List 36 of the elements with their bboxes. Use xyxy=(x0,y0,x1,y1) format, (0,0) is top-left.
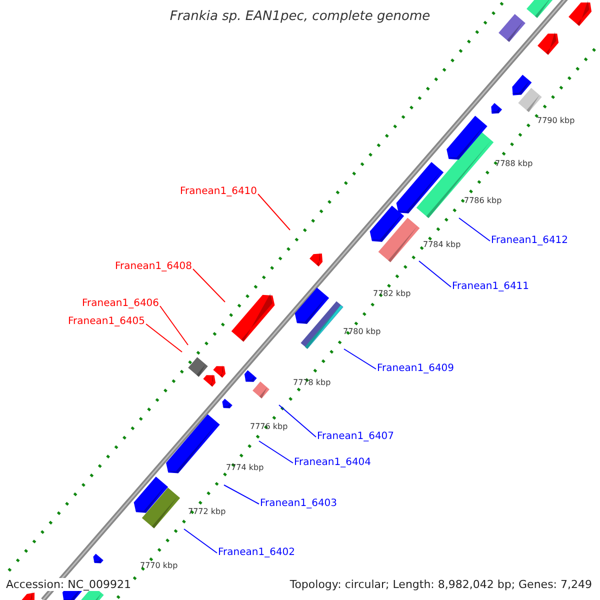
leader-line xyxy=(192,268,226,302)
gene-label: Franean1_6409 xyxy=(377,364,454,374)
leader-line xyxy=(184,528,218,554)
genome-summary: Topology: circular; Length: 8,982,042 bp; Genes: 7,249 xyxy=(288,578,594,591)
accession-label: Accession: NC_009921 xyxy=(4,578,134,591)
gene-label: Franean1_6404 xyxy=(294,458,372,468)
tick-label: 7770 kbp xyxy=(140,562,178,570)
gene-label: Franean1_6408 xyxy=(115,262,192,272)
gene-label: Franean1_6403 xyxy=(260,499,338,509)
tick-label: 7786 kbp xyxy=(464,197,502,205)
gene-label: Franean1_6411 xyxy=(452,282,530,292)
leader-line xyxy=(278,404,316,438)
leader-line xyxy=(258,194,290,230)
leader-line xyxy=(418,260,452,288)
gene-label: Franean1_6412 xyxy=(491,236,568,246)
tick-label: 7782 kbp xyxy=(373,290,411,298)
tick-label: 7780 kbp xyxy=(343,328,381,336)
tick-label: 7790 kbp xyxy=(537,117,575,125)
tick-label: 7772 kbp xyxy=(188,508,226,516)
gene-label: Franean1_6407 xyxy=(317,432,394,442)
tick-label: 7788 kbp xyxy=(495,160,533,168)
gene-label: Franean1_6405 xyxy=(68,317,146,327)
gene-label: Franean1_6402 xyxy=(218,548,296,558)
tick-label: 7784 kbp xyxy=(423,241,461,249)
leader-line xyxy=(160,306,188,346)
leader-line xyxy=(146,324,182,352)
leader-line xyxy=(458,218,490,242)
gene-label: Franean1_6410 xyxy=(180,187,258,197)
tick-label: 7774 kbp xyxy=(226,464,264,472)
map-title: Frankia sp. EAN1pec, complete genome xyxy=(168,10,432,23)
tick-label: 7776 kbp xyxy=(250,423,288,431)
leader-line xyxy=(258,440,294,464)
leader-line xyxy=(224,484,260,504)
leader-line xyxy=(344,348,376,370)
tick-label: 7778 kbp xyxy=(293,379,331,387)
gene-label: Franean1_6406 xyxy=(82,299,160,309)
